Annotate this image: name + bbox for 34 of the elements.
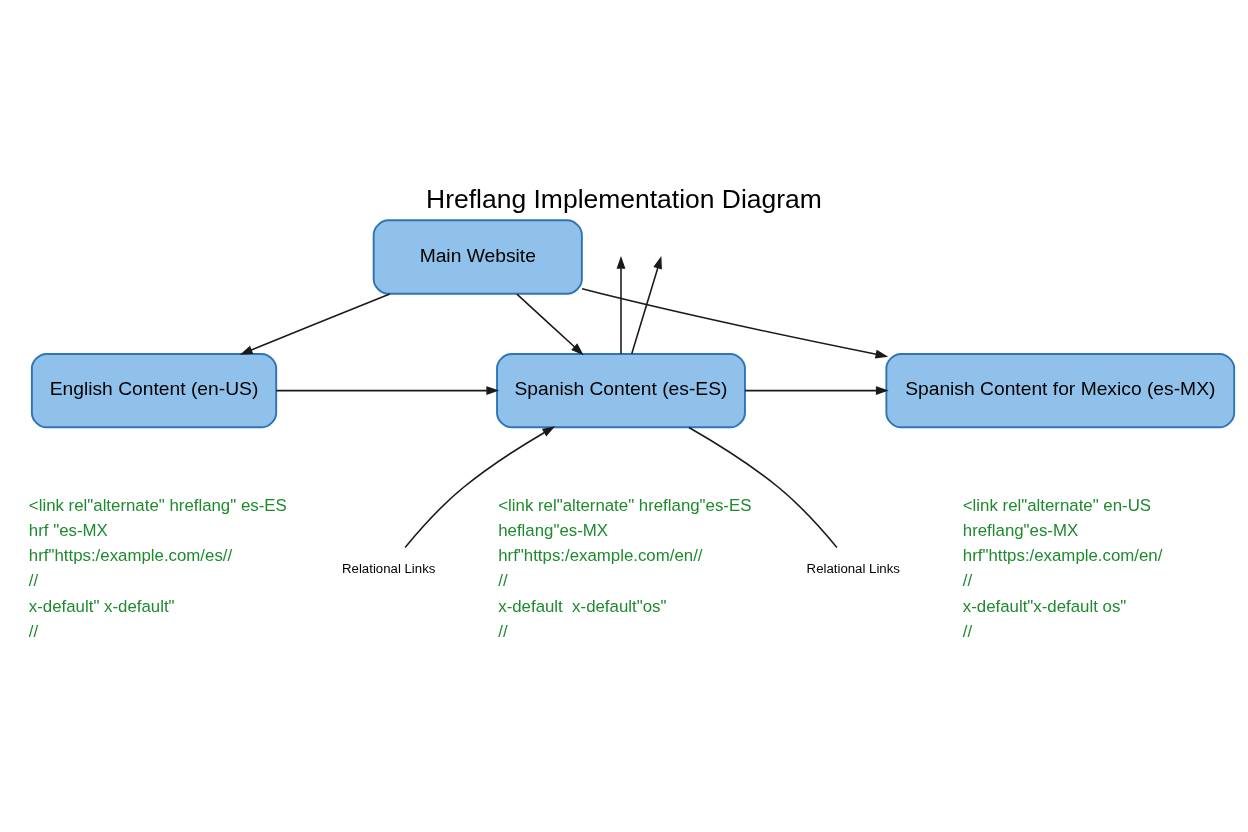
arrow xyxy=(516,292,584,355)
node-label: // xyxy=(498,621,508,641)
arrow xyxy=(616,255,626,355)
node-box: English Content (en-US) xyxy=(30,352,278,428)
connector xyxy=(688,426,838,548)
node-label: // xyxy=(28,621,39,641)
arrow xyxy=(275,385,500,395)
node-label: <link rel"alternate" hreflang"es-ES xyxy=(498,495,752,515)
node-label: x-default"x-default os" xyxy=(962,596,1127,616)
node-label: // xyxy=(28,570,39,590)
node-label: <link rel"alternate" hreflang" es-ES xyxy=(28,495,287,515)
node-label: x-default x-default"os" xyxy=(498,596,667,616)
node-box: Spanish Content for Mexico (es-MX) xyxy=(885,352,1236,428)
node-label: hrf"https:/example.com/es// xyxy=(28,545,233,565)
node-box: Main Website xyxy=(372,218,583,295)
node-label: <link rel"alternate" en-US xyxy=(962,495,1152,515)
arrow xyxy=(404,425,556,548)
node-label: heflang"es-MX xyxy=(498,520,609,540)
node-text: Relational Links xyxy=(806,560,900,576)
node-box: Spanish Content (es-ES) xyxy=(496,352,746,428)
node-label: hrf"https:/example.com/en// xyxy=(498,545,703,565)
node-text: Relational Links xyxy=(342,560,436,576)
arrow xyxy=(581,287,889,358)
node-label: hreflang"es-MX xyxy=(962,520,1079,540)
arrow xyxy=(239,292,391,355)
node-label: hrf"https:/example.com/en/ xyxy=(962,545,1163,565)
node-label: // xyxy=(498,570,508,590)
diagram-title: Hreflang Implementation Diagram xyxy=(426,183,822,214)
node-label: // xyxy=(962,570,973,590)
arrow xyxy=(631,255,662,355)
node-label: // xyxy=(962,621,973,641)
node-label: hrf "es-MX xyxy=(28,520,108,540)
node-label: x-default" x-default" xyxy=(28,596,175,616)
arrow xyxy=(744,385,889,395)
